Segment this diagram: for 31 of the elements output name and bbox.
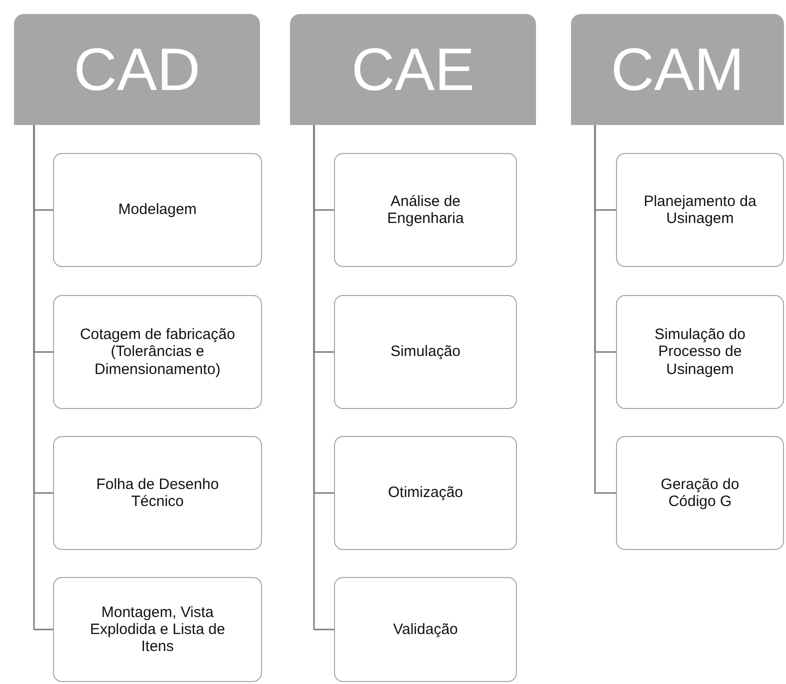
item-label: Simulação do Processo de Usinagem bbox=[654, 326, 746, 378]
header-label: CAE bbox=[351, 35, 475, 104]
item-label: Folha de Desenho Técnico bbox=[95, 476, 220, 510]
item-box bbox=[616, 436, 784, 550]
item-label: Validação bbox=[393, 620, 458, 638]
item-label: Planejamento da Usinagem bbox=[642, 192, 758, 228]
item-label: Simulação bbox=[390, 343, 461, 361]
item-box bbox=[53, 436, 262, 550]
item-box bbox=[334, 295, 517, 409]
item-label: Cotagem de fabricação (Tolerâncias e Dimensionamento) bbox=[78, 326, 236, 378]
header-box bbox=[571, 14, 784, 125]
header-box bbox=[290, 14, 536, 125]
item-label: Montagem, Vista Explodida e Lista de Itens bbox=[88, 604, 226, 656]
item-label: Geração do Código G bbox=[660, 476, 740, 510]
item-label: Otimização bbox=[388, 484, 464, 502]
connector-line bbox=[33, 125, 53, 630]
item-label: Modelagem bbox=[118, 201, 197, 219]
item-box bbox=[616, 153, 784, 267]
item-box bbox=[334, 577, 517, 682]
item-box bbox=[334, 153, 517, 267]
header-box bbox=[14, 14, 260, 125]
item-label: Análise de Engenharia bbox=[386, 192, 465, 228]
item-box bbox=[53, 577, 262, 682]
item-box bbox=[334, 436, 517, 550]
header-label: CAD bbox=[74, 35, 200, 104]
item-box bbox=[53, 295, 262, 409]
connector-line bbox=[313, 125, 334, 630]
header-label: CAM bbox=[610, 35, 744, 104]
item-box bbox=[53, 153, 262, 267]
item-box bbox=[616, 295, 784, 409]
connector-line bbox=[594, 125, 616, 494]
